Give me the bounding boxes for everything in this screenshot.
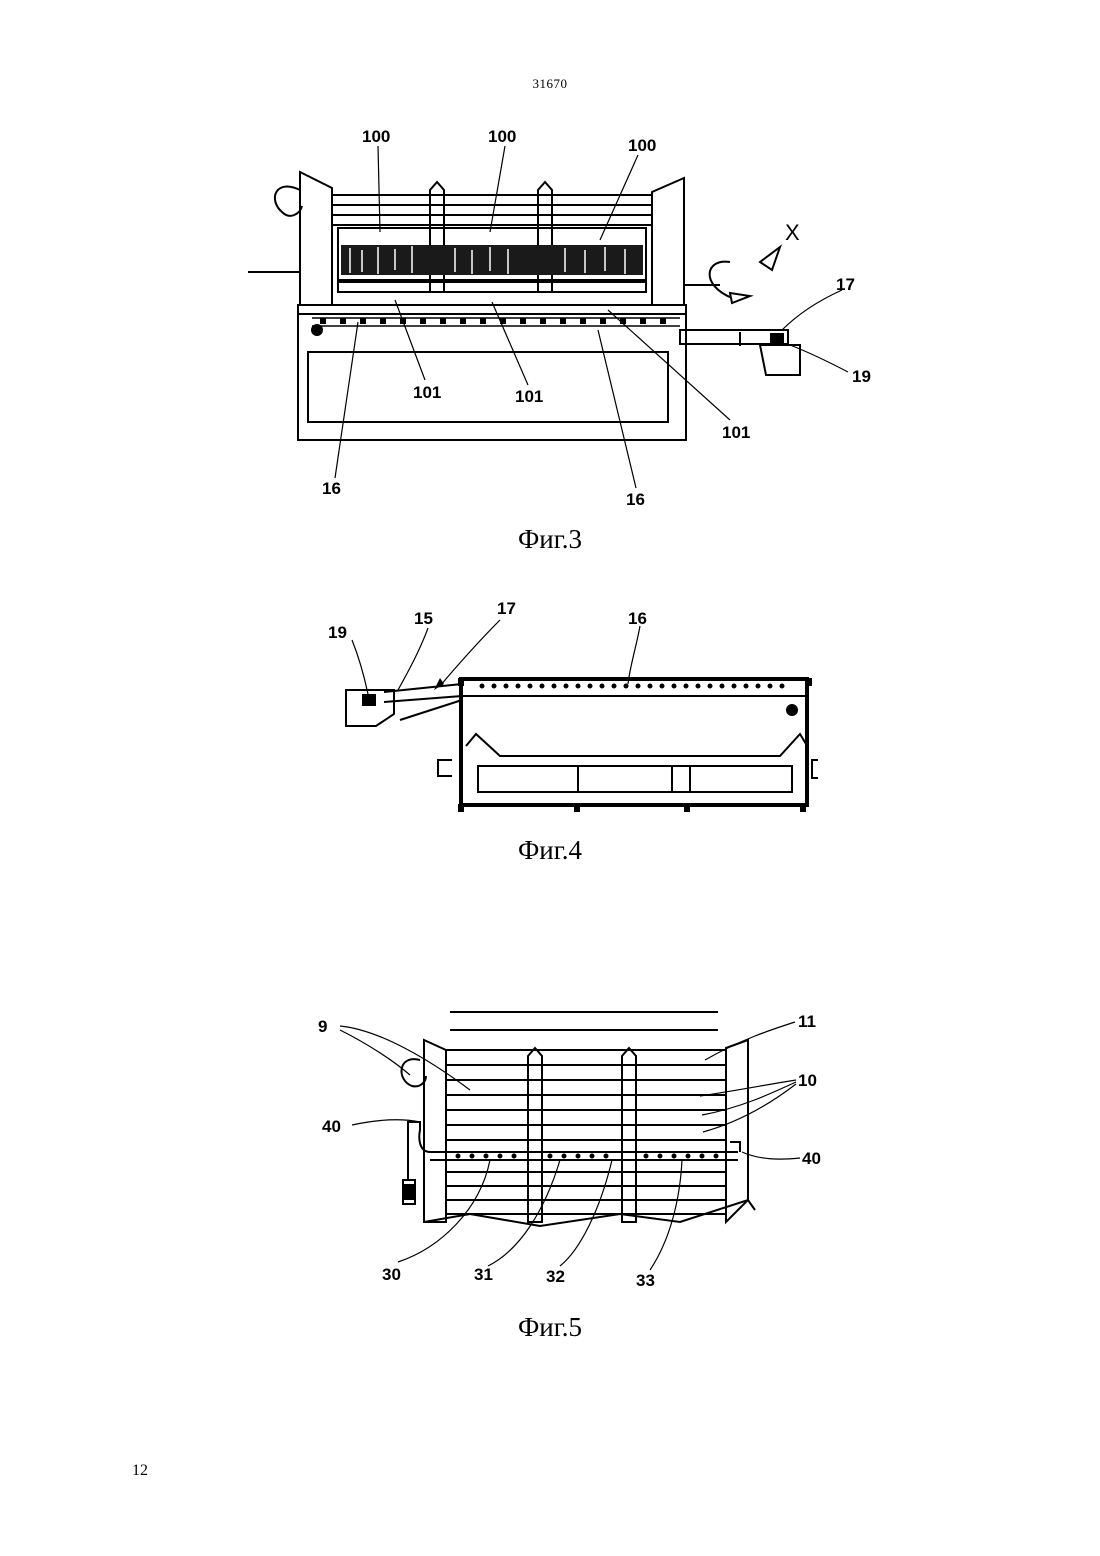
fig5-label-31: 31	[474, 1265, 493, 1284]
fig5-label-30: 30	[382, 1265, 401, 1284]
fig5-label-40a: 40	[322, 1117, 341, 1136]
fig5-label-32: 32	[546, 1267, 565, 1286]
fig5-label-40b: 40	[802, 1149, 821, 1168]
fig5-label-11: 11	[798, 1012, 816, 1031]
fig5-label-33: 33	[636, 1271, 655, 1290]
fig5-label-10: 10	[798, 1071, 817, 1090]
fig5-label-9: 9	[318, 1017, 327, 1036]
figure-5-caption: Фиг.5	[0, 1312, 1100, 1343]
page-number: 12	[132, 1462, 148, 1480]
